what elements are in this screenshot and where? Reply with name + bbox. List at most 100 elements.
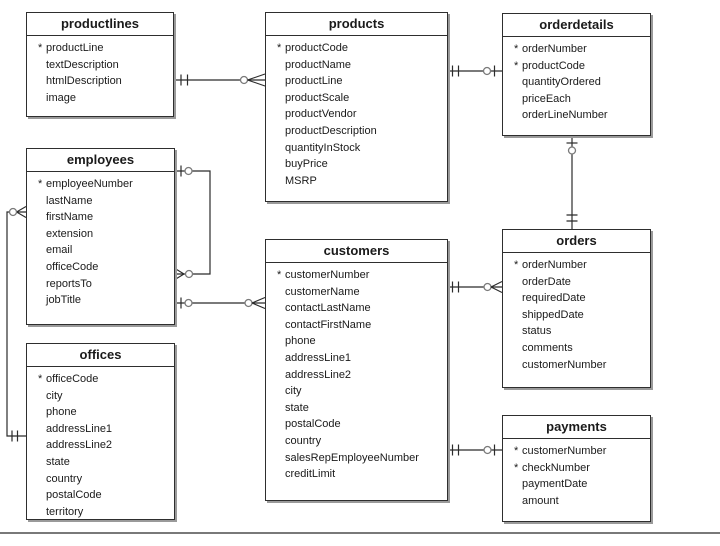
field-name: htmlDescription bbox=[46, 75, 122, 88]
field-row: productScale bbox=[277, 90, 443, 107]
field-row: creditLimit bbox=[277, 466, 443, 483]
field-row: productLine bbox=[277, 73, 443, 90]
relationship-orderdetails-orders bbox=[566, 136, 578, 229]
field-name: status bbox=[522, 325, 552, 338]
field-name: productScale bbox=[285, 91, 350, 104]
relationship-productlines-products bbox=[174, 73, 266, 87]
field-name: productLine bbox=[46, 42, 104, 54]
field-row: productDescription bbox=[277, 123, 443, 140]
table-title: customers bbox=[266, 240, 447, 263]
field-name: contactLastName bbox=[285, 302, 371, 315]
field-row: country bbox=[38, 471, 170, 488]
primary-key-marker: * bbox=[38, 178, 43, 190]
field-name: shippedDate bbox=[522, 308, 584, 321]
field-row: territory bbox=[38, 504, 170, 521]
field-row: htmlDescription bbox=[38, 73, 169, 90]
field-name: salesRepEmployeeNumber bbox=[285, 451, 419, 464]
field-name: employeeNumber bbox=[46, 178, 133, 190]
field-name: orderDate bbox=[522, 275, 571, 288]
field-name: customerNumber bbox=[285, 269, 370, 281]
primary-key-marker: * bbox=[277, 42, 282, 54]
relationship-customers-payments bbox=[448, 444, 502, 456]
field-row: addressLine1 bbox=[277, 350, 443, 367]
field-name: phone bbox=[285, 335, 316, 348]
field-name: MSRP bbox=[285, 174, 317, 187]
field-name: customerNumber bbox=[522, 358, 607, 371]
primary-key-marker: * bbox=[514, 59, 519, 72]
field-row: contactFirstName bbox=[277, 317, 443, 334]
primary-key-marker: * bbox=[514, 445, 519, 457]
field-name: customerNumber bbox=[522, 445, 607, 457]
zero-circle-icon bbox=[184, 166, 193, 176]
field-row: textDescription bbox=[38, 57, 169, 74]
field-name: productLine bbox=[285, 75, 343, 88]
field-row: shippedDate bbox=[514, 307, 646, 324]
field-name: city bbox=[285, 385, 302, 398]
field-row: amount bbox=[514, 493, 646, 510]
field-row: *customerNumber bbox=[514, 443, 646, 460]
table-title: products bbox=[266, 13, 447, 36]
field-row: MSRP bbox=[277, 173, 443, 190]
field-name: orderNumber bbox=[522, 43, 587, 55]
one-tick-icon bbox=[451, 281, 460, 293]
field-name: amount bbox=[522, 494, 559, 507]
field-row: state bbox=[38, 454, 170, 471]
field-name: orderNumber bbox=[522, 259, 587, 271]
table-title: orders bbox=[503, 230, 650, 253]
field-row: phone bbox=[38, 404, 170, 421]
zero-circle-icon bbox=[567, 146, 577, 155]
field-row: addressLine2 bbox=[277, 367, 443, 384]
field-row: buyPrice bbox=[277, 156, 443, 173]
field-row: comments bbox=[514, 340, 646, 357]
field-name: reportsTo bbox=[46, 277, 92, 290]
field-name: city bbox=[46, 389, 63, 402]
many-crowfoot-icon bbox=[174, 268, 185, 280]
primary-key-marker: * bbox=[38, 373, 43, 385]
field-row: *productCode bbox=[277, 40, 443, 57]
field-row: image bbox=[38, 90, 169, 107]
field-row: requiredDate bbox=[514, 290, 646, 307]
field-name: customerName bbox=[285, 285, 360, 298]
field-name: buyPrice bbox=[285, 158, 328, 171]
field-row: addressLine2 bbox=[38, 437, 170, 454]
field-row: status bbox=[514, 323, 646, 340]
field-row: *productCode bbox=[514, 58, 646, 75]
field-name: country bbox=[46, 472, 83, 485]
field-name: productVendor bbox=[285, 108, 357, 121]
field-row: reportsTo bbox=[38, 276, 170, 293]
field-name: lastName bbox=[46, 194, 93, 207]
field-row: paymentDate bbox=[514, 476, 646, 493]
field-name: officeCode bbox=[46, 373, 99, 385]
one-tick-icon bbox=[11, 430, 19, 442]
zero-circle-icon bbox=[239, 75, 249, 85]
field-row: salesRepEmployeeNumber bbox=[277, 450, 443, 467]
field-row: orderLineNumber bbox=[514, 107, 646, 124]
field-row: *officeCode bbox=[38, 371, 170, 388]
table-title: employees bbox=[27, 149, 174, 172]
field-row: customerNumber bbox=[514, 357, 646, 374]
zero-circle-icon bbox=[184, 269, 194, 279]
many-crowfoot-icon bbox=[251, 296, 266, 310]
relationship-employees-reportsTo bbox=[174, 165, 211, 280]
field-name: image bbox=[46, 91, 76, 104]
field-name: checkNumber bbox=[522, 461, 590, 474]
field-row: quantityOrdered bbox=[514, 74, 646, 91]
field-row: *employeeNumber bbox=[38, 176, 170, 193]
zero-circle-icon bbox=[483, 282, 492, 292]
field-row: lastName bbox=[38, 193, 170, 210]
field-name: productCode bbox=[522, 59, 585, 72]
field-row: officeCode bbox=[38, 259, 170, 276]
field-name: firstName bbox=[46, 211, 94, 224]
field-row: contactLastName bbox=[277, 300, 443, 317]
